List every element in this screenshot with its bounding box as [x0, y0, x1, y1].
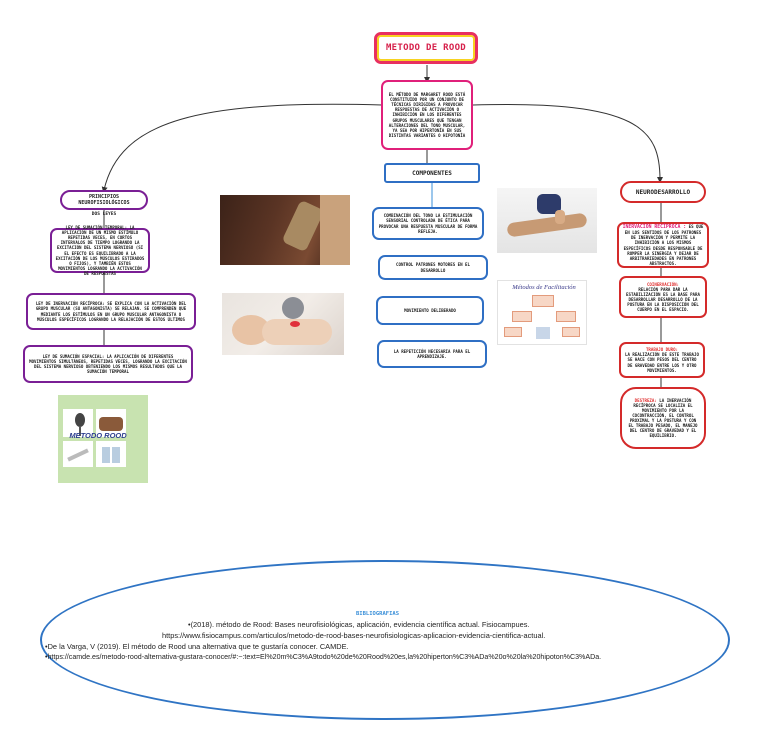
- definition-box: EL MÉTODO DE MARGARET ROOD ESTÁ CONSTITU…: [381, 80, 473, 150]
- facilitation-methods-diagram: Métodos de Facilitación: [497, 280, 587, 345]
- massage-point: [290, 321, 300, 327]
- right-item-4-label: DESTREZA:: [634, 397, 657, 403]
- hand-shape-2: [555, 210, 565, 224]
- facilitation-node-2: [512, 311, 532, 322]
- center-item-1-text: COMBINACIÓN DEL TONO LA ESTIMULACIÓN SEN…: [378, 213, 478, 234]
- therapist-shape: [537, 194, 561, 214]
- center-header: COMPONENTES: [412, 169, 452, 177]
- facilitation-node-1: [532, 295, 554, 307]
- right-item-1: INERVACIÓN RECÍPROCA : ES QUE EN LOS SEN…: [617, 222, 709, 268]
- right-item-4-text: LA INERVACIÓN RECÍPROCA SE LOCALIZA EL M…: [628, 397, 698, 439]
- rood-tools-collage: METODO ROOD: [58, 395, 148, 483]
- hand-shape: [320, 195, 350, 265]
- collage-tile-2: [96, 409, 126, 437]
- bottle-icon-2: [112, 447, 120, 463]
- right-item-1-text: ES QUE EN LOS SENTIDOS DE LOS PATRONES D…: [623, 224, 704, 266]
- left-header: PRINCIPIOS NEUROFISIOLÓGICOS: [78, 194, 130, 206]
- right-item-4: DESTREZA: LA INERVACIÓN RECÍPROCA SE LOC…: [620, 387, 706, 449]
- collage-tile-3: [63, 441, 93, 467]
- photo-brushing-back: [220, 195, 350, 265]
- center-item-2-text: CONTROL PATRONES MOTORES EN EL DESARROLL…: [396, 262, 470, 273]
- page-title: METODO DE ROOD: [385, 43, 467, 53]
- bibliography-line-1: •(2018). método de Rood: Bases neurofisi…: [188, 620, 530, 629]
- center-item-4-text: LA REPETICIÓN NECESARIA PARA EL APRENDIZ…: [393, 348, 471, 359]
- bottle-icon: [102, 447, 110, 463]
- brush-icon-2: [99, 417, 123, 431]
- facilitation-node-4: [504, 327, 522, 337]
- right-item-3: TRABAJO DURO:LA REALIZACIÓN DE ESTE TRAB…: [619, 342, 705, 378]
- center-item-1: COMBINACIÓN DEL TONO LA ESTIMULACIÓN SEN…: [372, 207, 484, 240]
- center-item-2: CONTROL PATRONES MOTORES EN EL DESARROLL…: [378, 255, 488, 280]
- left-item-3: LEY DE SUMACIÓN ESPACIAL: LA APLICACIÓN …: [23, 345, 193, 383]
- brush-photo-icon: [281, 199, 325, 253]
- bibliography-title: BIBLIOGRAFIAS: [356, 611, 400, 617]
- right-header-box: NEURODESARROLLO: [620, 181, 706, 203]
- right-item-2-content: COINERVACIÓN:RELACIÓN PARA DAR LA ESTABI…: [624, 282, 702, 313]
- facilitation-node-5: [562, 327, 580, 337]
- left-subheader: DOS LEYES: [91, 212, 117, 217]
- right-item-4-content: DESTREZA: LA INERVACIÓN RECÍPROCA SE LOC…: [628, 398, 698, 439]
- definition-to-left-arrow: [101, 103, 383, 193]
- right-item-2-label: COINERVACIÓN:: [646, 281, 680, 287]
- brush-handle-icon: [79, 426, 81, 436]
- definition-to-right-arrow: [472, 103, 663, 183]
- center-header-box: COMPONENTES: [384, 163, 480, 183]
- bibliography-line-3: •De la Varga, V (2019). El método de Roo…: [45, 642, 349, 651]
- bibliography-line-2[interactable]: https://www.fisiocampus.com/articulos/me…: [162, 631, 546, 640]
- facilitation-image: [536, 327, 550, 339]
- leg-shape: [506, 212, 588, 238]
- right-item-1-label: INERVACIÓN RECÍPROCA :: [622, 225, 687, 231]
- collage-label: METODO ROOD: [69, 431, 127, 440]
- bibliography-line-4[interactable]: •https://camde.es/metodo-rood-alternativ…: [45, 653, 602, 661]
- left-item-3-text: LEY DE SUMACIÓN ESPACIAL: LA APLICACIÓN …: [29, 353, 187, 375]
- right-item-1-content: INERVACIÓN RECÍPROCA : ES QUE EN LOS SEN…: [622, 224, 704, 266]
- facilitation-node-3: [556, 311, 576, 322]
- right-item-2: COINERVACIÓN:RELACIÓN PARA DAR LA ESTABI…: [619, 276, 707, 318]
- center-item-4: LA REPETICIÓN NECESARIA PARA EL APRENDIZ…: [377, 340, 487, 368]
- left-item-2-text: LEY DE INERVACIÓN RECÍPROCA: SE EXPLICA …: [35, 301, 187, 322]
- collage-tile-4: [96, 441, 126, 467]
- facilitation-diagram-title: Métodos de Facilitación: [512, 284, 576, 291]
- vibrator-icon: [67, 448, 89, 462]
- photo-massage-woman: [222, 293, 344, 355]
- definition-text: EL MÉTODO DE MARGARET ROOD ESTÁ CONSTITU…: [388, 92, 466, 138]
- collage-tile-1: [63, 409, 93, 437]
- right-item-2-text: RELACIÓN PARA DAR LA ESTABILIZACIÓN ES L…: [626, 286, 700, 313]
- massager-icon: [282, 297, 304, 319]
- center-item-3-text: MOVIMIENTO DELIBERADO: [404, 307, 456, 313]
- photo-leg-therapy: [497, 188, 597, 253]
- right-item-3-content: TRABAJO DURO:LA REALIZACIÓN DE ESTE TRAB…: [624, 347, 700, 372]
- right-item-3-label: TRABAJO DURO:: [645, 347, 679, 353]
- left-item-2: LEY DE INERVACIÓN RECÍPROCA: SE EXPLICA …: [26, 293, 196, 330]
- right-item-3-text: LA REALIZACIÓN DE ESTE TRABAJO SE HACE C…: [625, 352, 699, 373]
- left-item-1: LEY DE SUMACIÓN TEMPORAL: LA APLICACIÓN …: [50, 225, 150, 276]
- brush-icon: [75, 413, 85, 427]
- center-item-3: MOVIMIENTO DELIBERADO: [376, 296, 484, 325]
- left-header-box: PRINCIPIOS NEUROFISIOLÓGICOS: [60, 190, 148, 210]
- left-item-1-text: LEY DE SUMACIÓN TEMPORAL: LA APLICACIÓN …: [55, 225, 145, 276]
- title-box: METODO DE ROOD: [374, 32, 478, 64]
- right-header: NEURODESARROLLO: [635, 188, 691, 196]
- bibliography-box: [40, 560, 730, 720]
